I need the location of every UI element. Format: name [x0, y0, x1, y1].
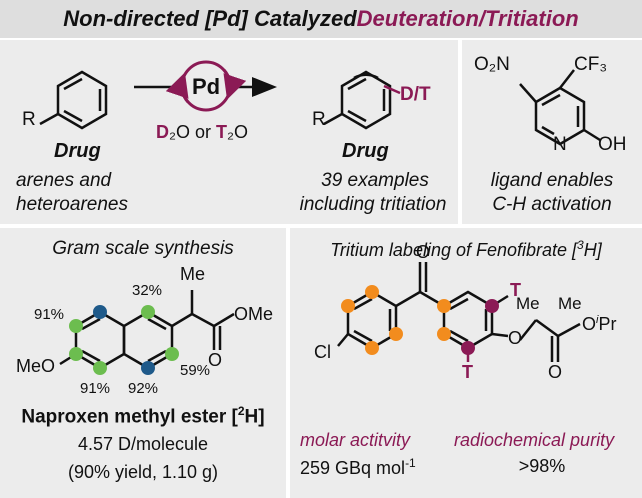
title-bar: Non-directed [Pd] Catalyzed Deuteration/…	[0, 0, 642, 38]
naproxen-dots	[69, 305, 179, 375]
pct-92: 92%	[128, 380, 159, 397]
left-drug-label: Drug	[54, 140, 101, 162]
nitro-label: O₂N	[474, 54, 510, 75]
deuterium-incorporation: 4.57 D/molecule	[77, 434, 209, 454]
title-text: Non-directed [Pd] Catalyzed	[63, 6, 357, 31]
ipr-text: Pr	[598, 314, 617, 334]
naproxen-name-text: Naproxen methyl ester [	[21, 406, 238, 428]
molar-activity-label: molar actitvity	[300, 430, 411, 450]
left-desc-1: arenes and	[16, 170, 112, 191]
ester-oipr-label: OiPr	[582, 314, 616, 335]
carbonyl-o-label: O	[208, 350, 223, 370]
purity-label: radiochemical purity	[454, 430, 615, 450]
benzene-left	[39, 70, 108, 130]
fenofibrate-dots	[341, 285, 499, 355]
right-desc-1: 39 examples	[321, 170, 429, 191]
yield-line: (90% yield, 1.10 g)	[67, 462, 219, 482]
left-substituent: R	[22, 109, 36, 130]
dt-label: D/T	[400, 84, 431, 105]
hydroxyl-label: OH	[598, 134, 627, 155]
naproxen-name: Naproxen methyl ester [2H]	[0, 404, 286, 428]
molar-activity-value: 259 GBq mol-1	[300, 456, 416, 479]
tritium-label: T	[216, 122, 227, 142]
methyl-2-label: Me	[558, 294, 582, 313]
cf3-label: CF₃	[574, 54, 608, 75]
naproxen-isotope: 2	[237, 404, 245, 418]
right-desc-2: including tritiation	[299, 194, 447, 215]
right-substituent: R	[312, 109, 326, 130]
naproxen-name-end: H]	[244, 406, 265, 428]
pyridine-ligand	[519, 69, 601, 146]
ipr-i: i	[596, 314, 599, 326]
methyl-label: Me	[180, 264, 206, 284]
tritium-heading: Tritium labeling of Fenofibrate [3H]	[290, 238, 642, 261]
left-desc-2: heteroarenes	[16, 194, 128, 215]
ome-label: OMe	[234, 304, 274, 324]
pct-32: 32%	[132, 282, 163, 299]
molar-value-sup: -1	[405, 456, 416, 470]
pct-91-bottom: 91%	[80, 380, 111, 397]
ligand-desc-1: ligand enables	[490, 170, 614, 191]
conditions-end: ₂O	[227, 122, 248, 142]
conditions-mid: ₂O or	[169, 122, 216, 142]
pct-91-top: 91%	[34, 306, 65, 323]
tritium-bottom-label: T	[462, 362, 473, 382]
title-accent: Deuteration/Tritiation	[356, 6, 579, 31]
ligand-desc-2: C-H activation	[492, 194, 612, 215]
scheme-panel	[0, 40, 458, 224]
molar-value-text: 259 GBq mol	[300, 458, 406, 478]
gram-heading: Gram scale synthesis	[52, 238, 234, 259]
ketone-o-label: O	[416, 242, 431, 262]
meo-label: MeO	[16, 356, 56, 376]
gram-panel	[0, 228, 286, 498]
tritium-heading-sup: 3	[577, 238, 584, 252]
right-drug-label: Drug	[342, 140, 389, 162]
tritium-panel	[290, 228, 642, 498]
pct-59: 59%	[180, 362, 211, 379]
chlorine-label: Cl	[314, 342, 331, 362]
tritium-top-label: T	[510, 280, 521, 300]
purity-value: >98%	[518, 456, 566, 476]
ester-o-text: O	[582, 314, 597, 334]
ether-o-label: O	[508, 328, 523, 348]
ester-o-label: O	[548, 362, 563, 382]
tritium-heading-end: H]	[583, 240, 602, 260]
conditions: D₂O or T₂O	[156, 122, 248, 143]
deuterium-label: D	[156, 122, 169, 142]
methyl-1-label: Me	[516, 294, 540, 313]
tritium-heading-text: Tritium labeling of Fenofibrate [	[330, 240, 578, 260]
nitrogen-label: N	[553, 134, 567, 155]
catalyst-label: Pd	[192, 74, 221, 99]
benzene-right	[323, 70, 401, 130]
